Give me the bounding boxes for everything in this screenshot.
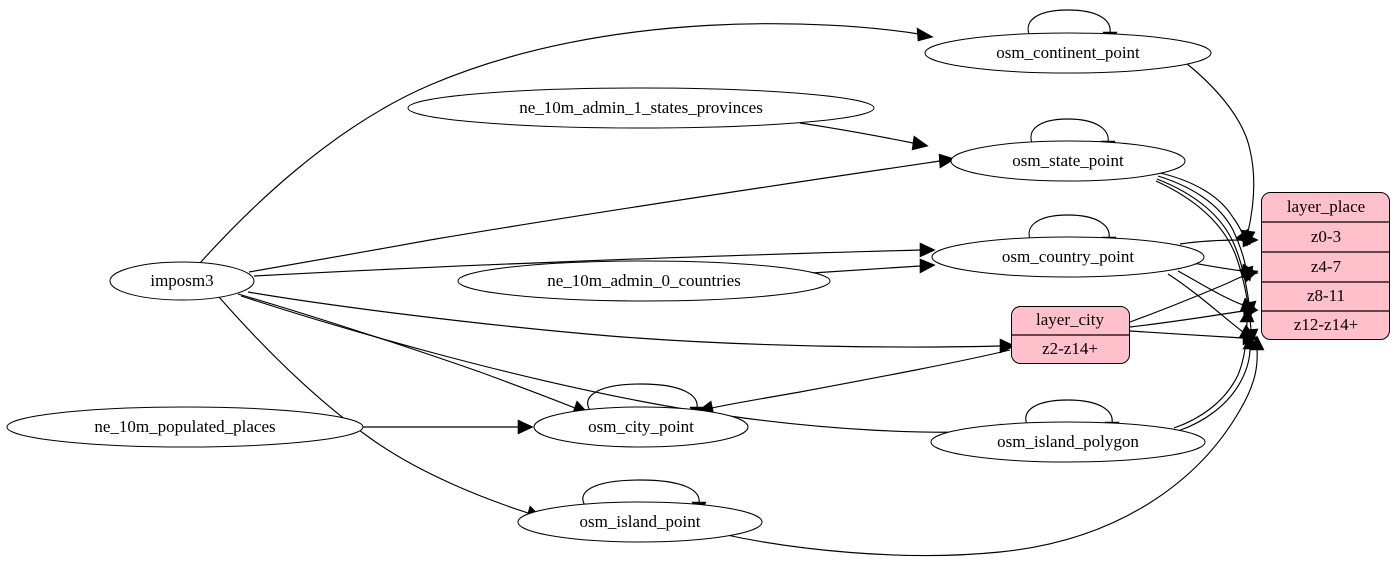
edge-layer_city-to-layer_place-z12_14 — [1129, 330, 1259, 346]
node-label-ne_10m_admin_1_states_provinces: ne_10m_admin_1_states_provinces — [519, 98, 763, 117]
node-imposm3[interactable]: imposm3 — [109, 261, 255, 301]
edge-imposm3-to-osm_state_point — [248, 153, 956, 273]
node-ne_10m_admin_1_states_provinces[interactable]: ne_10m_admin_1_states_provinces — [407, 87, 875, 129]
edge-osm_island_point-to-layer_place-z12_14 — [721, 335, 1265, 557]
node-label-osm_island_polygon: osm_island_polygon — [997, 432, 1139, 451]
edge-ne_countries-to-osm_country_point — [811, 258, 936, 274]
node-osm_city_point[interactable]: osm_city_point — [533, 406, 749, 448]
record-node-layer_place[interactable]: layer_place z0-3 z4-7 z8-11 z12-z14+ — [1261, 192, 1390, 340]
record-node-layer_city[interactable]: layer_city z2-z14+ — [1011, 306, 1130, 364]
record-node-layer: layer_place z0-3 z4-7 z8-11 z12-z14+ lay… — [1011, 192, 1390, 364]
node-label-osm_city_point: osm_city_point — [588, 417, 694, 436]
record-row-layer_place-z4-7[interactable]: z4-7 — [1311, 257, 1342, 276]
edge-layer_city-to-osm_city_point — [697, 349, 1011, 416]
record-row-layer_place-z8-11[interactable]: z8-11 — [1307, 286, 1345, 305]
node-osm_island_polygon[interactable]: osm_island_polygon — [930, 421, 1206, 463]
record-row-layer_place-header: layer_place — [1287, 197, 1365, 216]
node-osm_state_point[interactable]: osm_state_point — [950, 140, 1186, 182]
node-label-osm_state_point: osm_state_point — [1012, 151, 1124, 170]
node-ne_10m_populated_places[interactable]: ne_10m_populated_places — [6, 406, 364, 448]
record-row-layer_city-z2-z14plus[interactable]: z2-z14+ — [1042, 339, 1098, 358]
edge-imposm3-to-layer_city — [247, 291, 1016, 354]
edge-osm_state_point-to-layer_place-z0_3 — [1159, 172, 1251, 246]
record-row-layer_place-z0-3[interactable]: z0-3 — [1311, 227, 1341, 246]
edge-osm_continent_point-to-layer_place-z0_3 — [1185, 62, 1256, 247]
record-row-layer_place-z12-z14plus[interactable]: z12-z14+ — [1294, 315, 1358, 334]
node-label-osm_country_point: osm_country_point — [1002, 247, 1134, 266]
edge-imposm3-to-osm_country_point — [253, 242, 936, 277]
node-label-osm_island_point: osm_island_point — [580, 512, 701, 531]
edge-osm_country_point-to-layer_place-z0_3 — [1179, 232, 1259, 248]
edge-layer_city-to-layer_place-z4_7 — [1129, 269, 1259, 323]
edge-imposm3-to-osm_continent_point — [199, 23, 934, 264]
edge-layer_city-to-layer_place-z8_11 — [1129, 303, 1259, 328]
node-ne_10m_admin_0_countries[interactable]: ne_10m_admin_0_countries — [457, 260, 831, 302]
node-label-ne_10m_populated_places: ne_10m_populated_places — [94, 417, 275, 436]
node-osm_island_point[interactable]: osm_island_point — [517, 501, 763, 543]
node-layer: imposm3 ne_10m_admin_1_states_provinces … — [6, 32, 1212, 543]
edge-ne_states_provinces-to-osm_state_point — [799, 122, 929, 151]
node-label-imposm3: imposm3 — [150, 271, 213, 290]
edge-imposm3-to-osm_island_point — [218, 296, 542, 521]
node-osm_continent_point[interactable]: osm_continent_point — [924, 32, 1212, 74]
edge-osm_island_polygon-to-layer_place-z8_11 — [1173, 307, 1255, 429]
node-label-ne_10m_admin_0_countries: ne_10m_admin_0_countries — [547, 271, 741, 290]
node-label-osm_continent_point: osm_continent_point — [996, 43, 1140, 62]
edge-ne_populated_places-to-osm_city_point — [363, 419, 534, 435]
record-row-layer_city-header: layer_city — [1036, 310, 1104, 329]
node-osm_country_point[interactable]: osm_country_point — [931, 236, 1205, 278]
